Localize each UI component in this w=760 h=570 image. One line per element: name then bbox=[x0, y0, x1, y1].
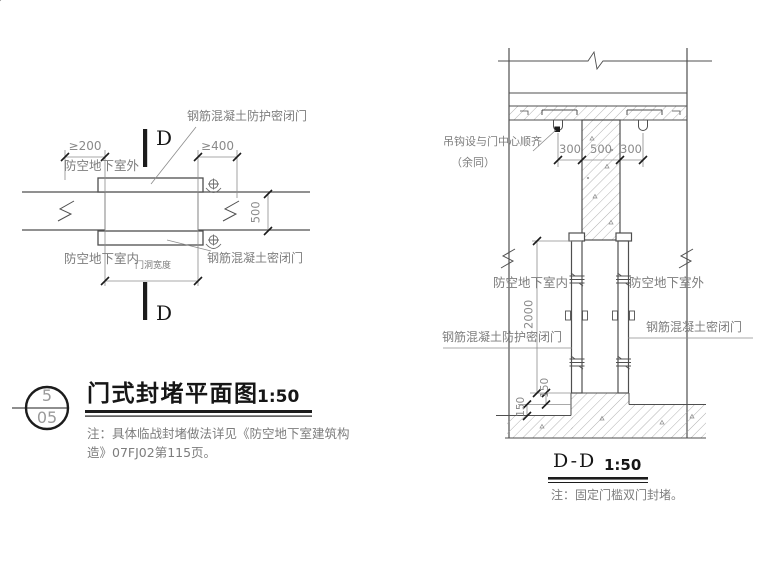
plan-note-line2: 造》07FJ02第115页。 bbox=[87, 445, 217, 460]
section-dim-top-left: 300 bbox=[559, 142, 581, 156]
detail-number: 5 bbox=[41, 386, 53, 405]
plan-scale: 1:50 bbox=[257, 387, 300, 407]
section-scale: 1:50 bbox=[604, 456, 642, 474]
section-dim-bottom-2: 150 bbox=[515, 396, 528, 417]
section-label-inside: 防空地下室内 bbox=[493, 275, 569, 290]
plan-note-line1: 注：具体临战封堵做法详见《防空地下室建筑构 bbox=[87, 426, 350, 441]
section-label-outside: 防空地下室外 bbox=[629, 275, 705, 290]
section-hooks bbox=[520, 109, 681, 132]
section-dim-bottom-1: 150 bbox=[539, 377, 552, 398]
section-door-leaves bbox=[568, 232, 633, 394]
plan-dim-left: ≥200 bbox=[68, 139, 102, 153]
plan-dimension-ticks bbox=[60, 152, 273, 286]
plan-door-hinges bbox=[205, 178, 222, 249]
section-dimension-ticks bbox=[522, 155, 648, 421]
section-title-underline bbox=[548, 477, 648, 483]
section-title: D-D bbox=[553, 450, 597, 472]
plan-label-sealed-door: 钢筋混凝土密闭门 bbox=[207, 251, 304, 265]
plan-label-protective-door: 钢筋混凝土防护密闭门 bbox=[187, 109, 308, 123]
sheet-number: 05 bbox=[36, 408, 58, 427]
section-note: 注：固定门槛双门封堵。 bbox=[551, 488, 684, 502]
detail-bubble bbox=[12, 385, 70, 431]
section-dim-top-right: 300 bbox=[620, 142, 642, 156]
section-lintel-pier bbox=[0, 0, 621, 241]
section-hook-note-line2: （余同） bbox=[451, 156, 495, 169]
plan-dim-opening-width: 门洞宽度 bbox=[135, 261, 172, 271]
section-hook-note-line1: 吊钩设与门中心顺齐 bbox=[443, 135, 542, 148]
plan-door-leaves bbox=[97, 177, 204, 246]
section-floor-threshold bbox=[496, 392, 706, 439]
plan-title-underline bbox=[85, 410, 312, 417]
section-dim-top-center: 500 bbox=[590, 142, 612, 156]
section-dimension-lines bbox=[443, 129, 753, 416]
section-door-hinge-marks bbox=[565, 272, 635, 370]
plan-section-letter-bottom: D bbox=[156, 301, 173, 325]
section-label-sealed-door: 钢筋混凝土密闭门 bbox=[646, 320, 743, 334]
section-label-protective-door: 钢筋混凝土防护密闭门 bbox=[442, 330, 563, 344]
plan-dimension-lines bbox=[64, 126, 269, 286]
section-ceiling-slab bbox=[508, 92, 688, 121]
plan-wall bbox=[22, 191, 310, 231]
plan-label-outside: 防空地下室外 bbox=[64, 158, 140, 173]
plan-title: 门式封堵平面图 bbox=[87, 381, 259, 407]
plan-section-letter-top: D bbox=[156, 126, 173, 150]
plan-dim-right: ≥400 bbox=[201, 139, 234, 153]
section-dim-opening-height: 2000 bbox=[521, 299, 536, 329]
plan-dim-wall-thickness: 500 bbox=[248, 201, 263, 224]
plan-section-cut-marks bbox=[143, 129, 148, 320]
plan-label-inside: 防空地下室内 bbox=[64, 251, 140, 266]
